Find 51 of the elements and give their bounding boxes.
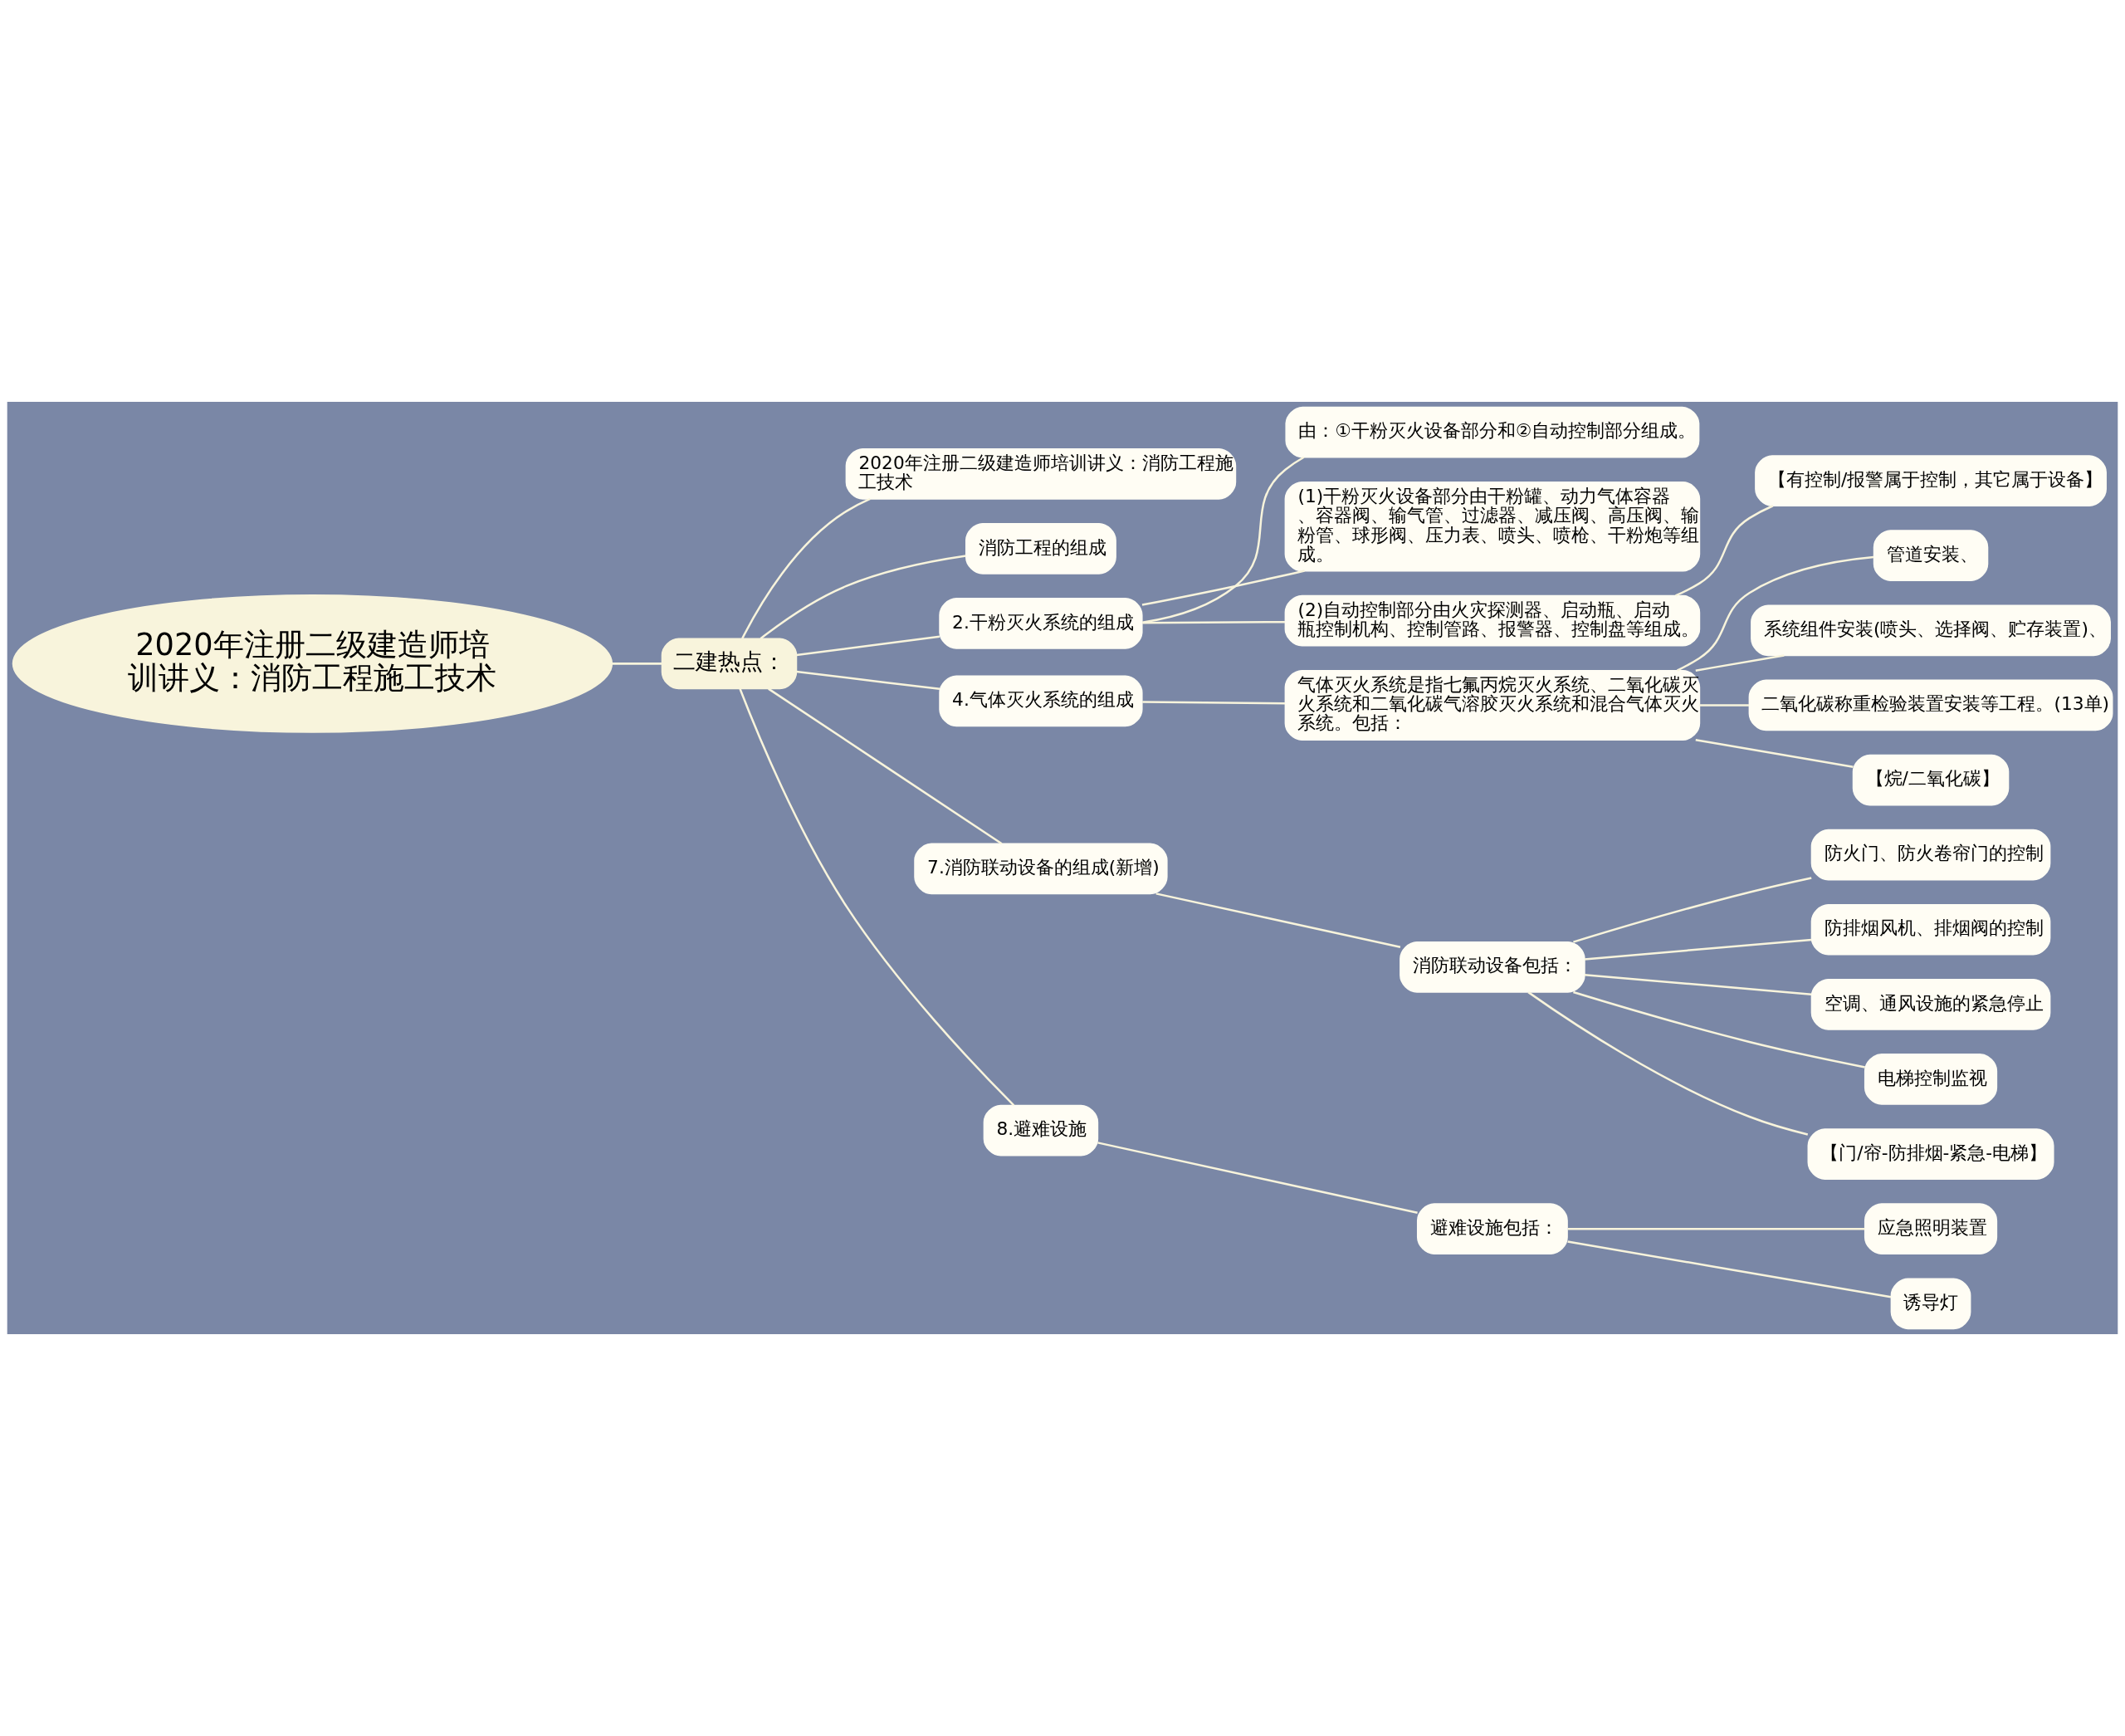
connector bbox=[1675, 505, 1774, 597]
connector bbox=[1695, 738, 1854, 768]
node-box: 诱导灯 bbox=[1890, 1278, 1971, 1330]
node-box: 二建热点： bbox=[661, 638, 798, 690]
connector bbox=[1097, 1142, 1418, 1214]
node-box: 系统组件安装(喷头、选择阀、贮存装置)、 bbox=[1751, 604, 2111, 657]
node-box: 【有控制/报警属于控制，其它属于设备】 bbox=[1755, 455, 2107, 506]
connector bbox=[1567, 1240, 1892, 1298]
connector bbox=[1573, 877, 1812, 943]
connector bbox=[1141, 570, 1305, 606]
connector bbox=[612, 663, 662, 665]
connector bbox=[1567, 1227, 1865, 1230]
connector bbox=[1142, 456, 1305, 623]
node-box: 空调、通风设施的紧急停止 bbox=[1810, 979, 2051, 1030]
connector bbox=[1695, 654, 1785, 672]
connector bbox=[796, 635, 940, 657]
node-box: 防排烟风机、排烟阀的控制 bbox=[1810, 903, 2051, 956]
connector bbox=[760, 555, 966, 640]
node-box: 消防工程的组成 bbox=[965, 523, 1116, 575]
connector bbox=[739, 688, 1015, 1107]
node-box: 防火门、防火卷帘门的控制 bbox=[1810, 829, 2051, 881]
node-box: 【烷/二氧化碳】 bbox=[1852, 754, 2010, 806]
connector bbox=[1676, 555, 1874, 672]
node-ellipse: 2020年注册二级建造师培训讲义：消防工程施工技术 bbox=[12, 594, 613, 733]
node-box: 管道安装、 bbox=[1873, 530, 1989, 582]
connector bbox=[1155, 892, 1401, 949]
node-box: 二氧化碳称重检验装置安装等工程。(13单) bbox=[1748, 679, 2113, 731]
node-box: 气体灭火系统是指七氟丙烷灭火系统、二氧化碳灭火系统和二氧化碳气溶胶灭火系统和混合气体灭火系统。包括： bbox=[1284, 669, 1701, 741]
node-box: 2.干粉灭火系统的组成 bbox=[939, 598, 1143, 649]
connector bbox=[1527, 991, 1809, 1136]
connector bbox=[796, 670, 940, 691]
node-box: 消防联动设备包括： bbox=[1400, 941, 1585, 993]
node-box: 2020年注册二级建造师培训讲义：消防工程施工技术 bbox=[845, 447, 1237, 500]
connector bbox=[1584, 973, 1812, 995]
node-box: 避难设施包括： bbox=[1416, 1203, 1568, 1255]
node-box: 【门/帘-防排烟-紧急-电梯】 bbox=[1807, 1128, 2054, 1180]
connector bbox=[1142, 701, 1286, 705]
connector bbox=[1573, 990, 1865, 1068]
connector bbox=[1699, 704, 1749, 707]
node-box: 电梯控制监视 bbox=[1864, 1054, 1998, 1105]
node-box: (2)自动控制部分由火灾探测器、启动瓶、启动瓶控制机构、控制管路、报警器、控制盘等组成。 bbox=[1284, 594, 1701, 647]
node-box: 由：①干粉灭火设备部分和②自动控制部分组成。 bbox=[1285, 406, 1700, 458]
connector bbox=[1142, 620, 1286, 624]
node-box: 7.消防联动设备的组成(新增) bbox=[914, 843, 1168, 895]
node-box: 应急照明装置 bbox=[1864, 1203, 1998, 1255]
connector bbox=[768, 687, 1003, 845]
node-box: 8.避难设施 bbox=[983, 1104, 1099, 1157]
connector bbox=[741, 497, 871, 639]
connector bbox=[1584, 938, 1812, 961]
node-box: (1)干粉灭火设备部分由干粉罐、动力气体容器、容器阀、输气管、过滤器、减压阀、高压阀、输粉管、球形阀、压力表、喷头、喷枪、干粉炮等组成。 bbox=[1284, 481, 1701, 572]
node-box: 4.气体灭火系统的组成 bbox=[939, 675, 1143, 727]
